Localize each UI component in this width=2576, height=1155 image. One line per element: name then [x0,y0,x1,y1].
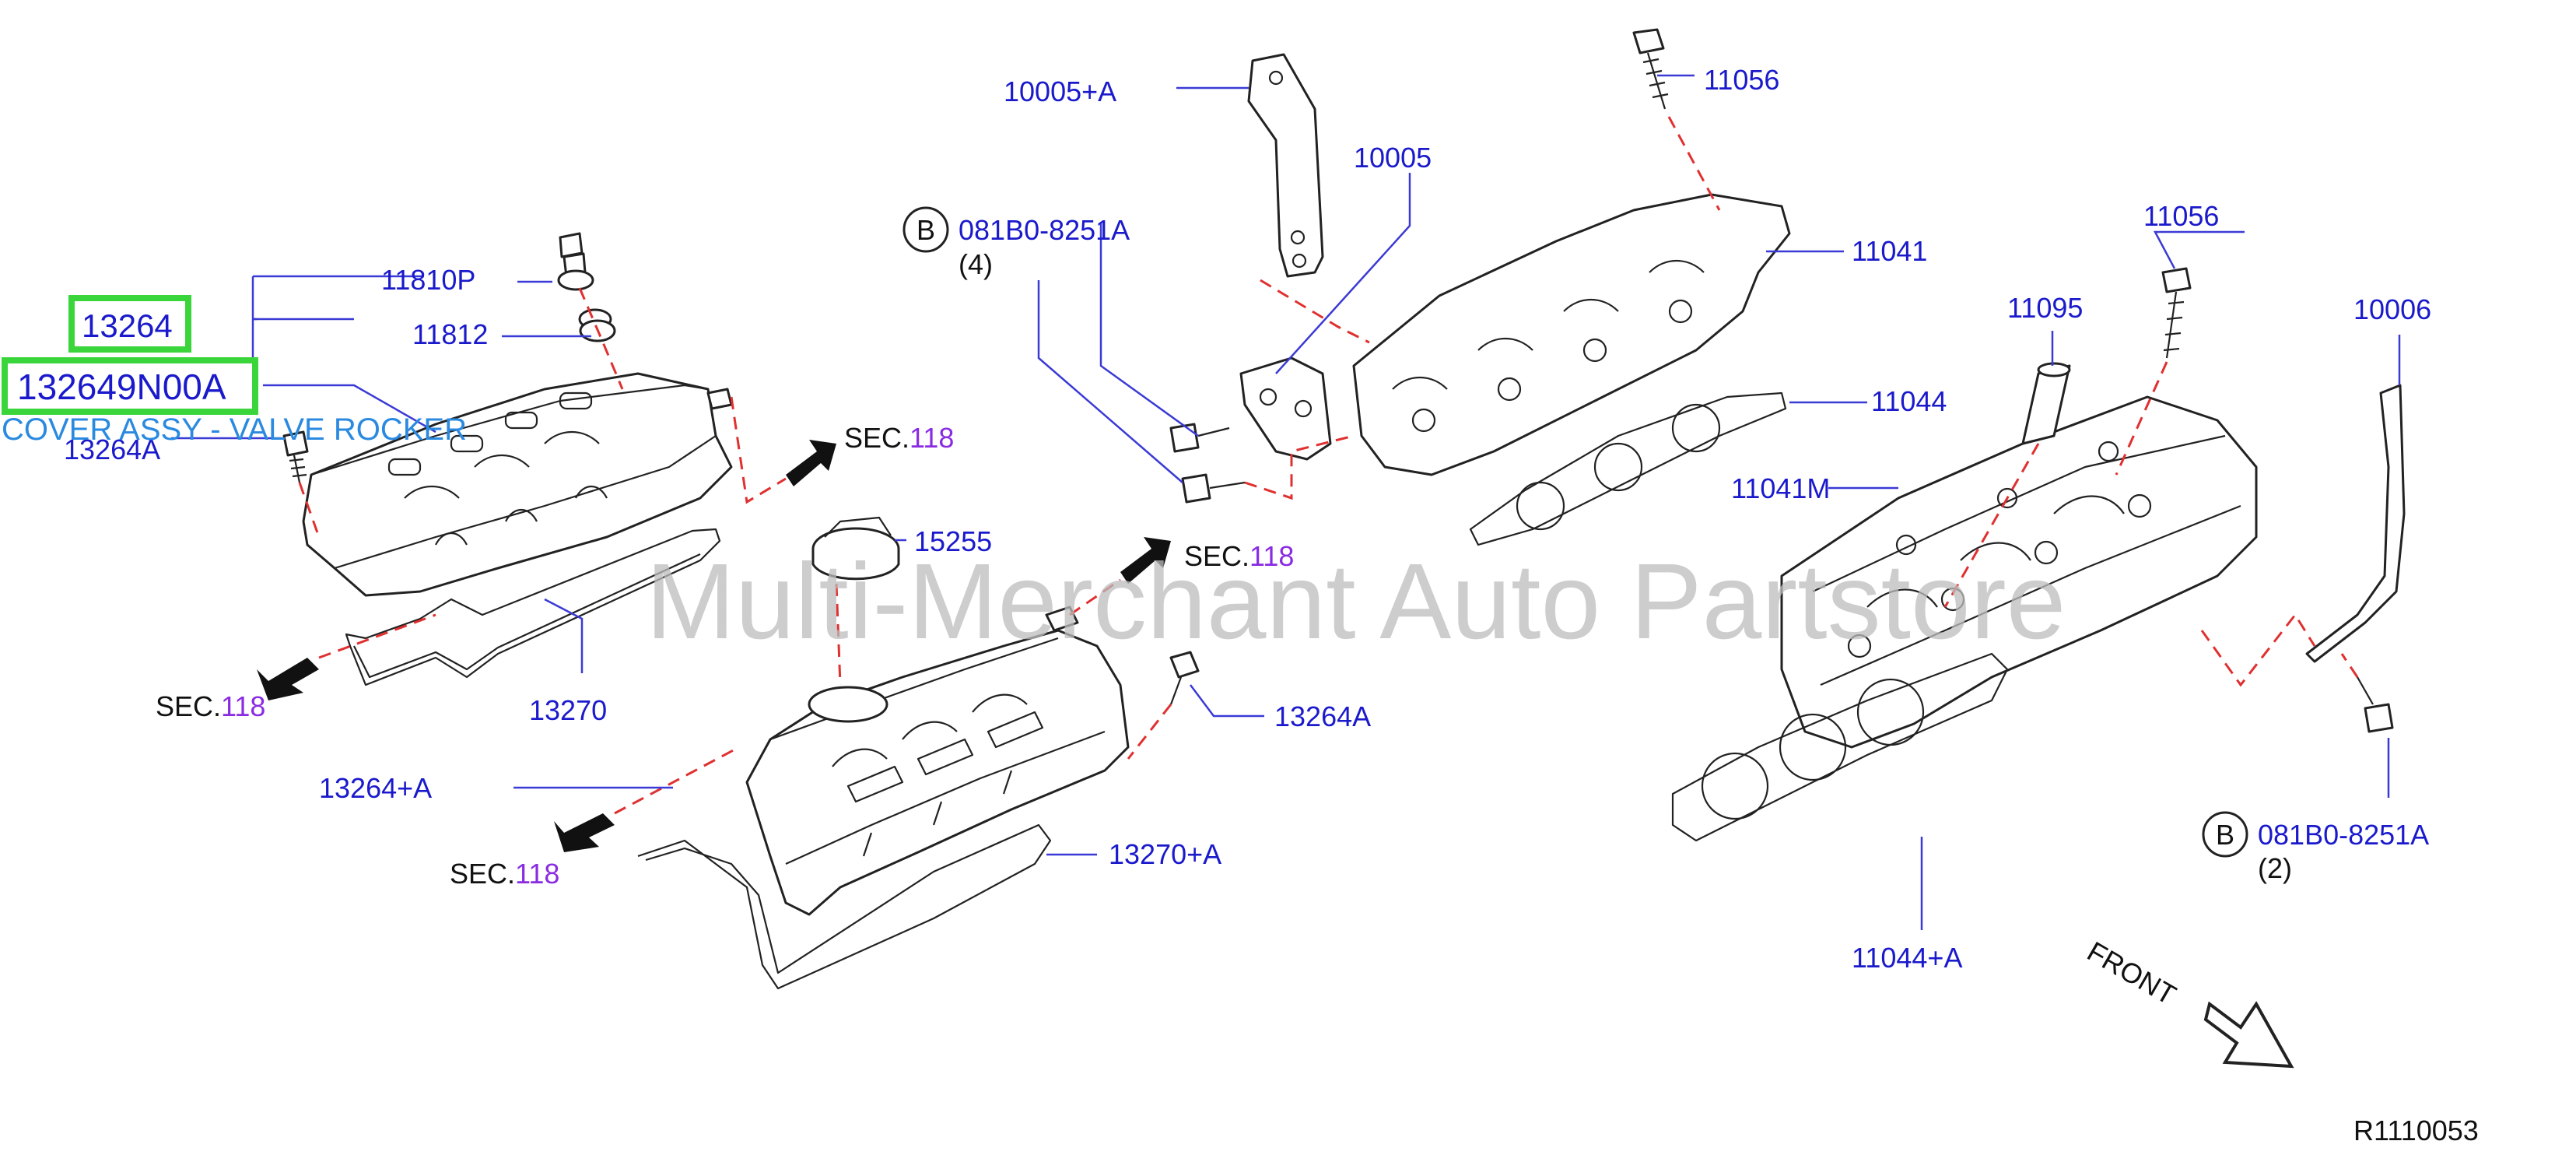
label-10006: 10006 [2353,293,2431,325]
label-11095: 11095 [2007,292,2083,324]
bracket-10005 [1239,356,1332,461]
highlight-part-short[interactable]: 13264 [82,307,173,344]
head-gasket-11044 [1469,391,1787,546]
highlight-part-full[interactable]: 132649N00A [17,367,226,407]
label-bolt-right-qty: (2) [2258,852,2292,884]
cylinder-head-11041M [1780,395,2258,749]
bolt-081B0-lower [1181,473,1246,504]
circle-b-top-letter: B [916,214,935,246]
bolt-13264A-right [1169,651,1200,705]
label-11044: 11044 [1871,385,1947,417]
cylinder-head-11041 [1352,193,1791,476]
diagram-id: R1110053 [2353,1115,2479,1146]
sec-arrow-left [257,658,319,700]
highlight-description: COVER ASSY - VALVE ROCKER [2,412,467,447]
front-label: FRONT [2082,935,2182,1011]
dowel-11095 [2021,362,2071,445]
sec-label-mid: SEC.118 [1184,540,1294,572]
gasket-13270plusA [637,823,1052,990]
highlight-box-short[interactable] [68,295,191,353]
label-13264A-left: 13264A [64,434,160,465]
label-10005: 10005 [1354,142,1432,174]
sec-arrow-mid [1120,537,1171,584]
label-13270: 13270 [529,694,607,726]
circle-b-right-letter: B [2216,819,2234,851]
sec-label-top: SEC.118 [844,422,954,454]
label-10005A: 10005+A [1004,75,1116,107]
valve-cover-left [302,372,733,597]
label-bolt-right: 081B0-8251A [2258,819,2429,851]
bracket-10005A [1247,53,1324,278]
bolt-081B0-upper [1169,423,1230,453]
label-15255: 15255 [914,525,992,557]
label-11056-top: 11056 [1704,64,1779,96]
label-11812: 11812 [412,318,488,350]
label-11056-right: 11056 [2143,200,2219,232]
circle-b-top [902,206,949,253]
circle-b-right [2202,811,2248,858]
sec-arrow-top [786,440,836,486]
bolt-081B0-right [2357,676,2394,733]
filler-neck [808,686,888,723]
bolt-13264A-left [282,430,309,483]
label-bolt-top: 081B0-8251A [959,214,1130,246]
highlight-box-full[interactable] [2,357,258,415]
sec-arrow-lower [554,813,615,852]
leader-lines [171,74,2401,930]
label-13264A-right: 13264A [1274,700,1371,732]
label-11044plusA: 11044+A [1852,942,1962,974]
sec-label-lower: SEC.118 [450,858,559,890]
label-11041M: 11041M [1731,472,1830,504]
breather-11810P [557,232,594,291]
label-13270plusA: 13270+A [1109,838,1221,870]
label-13264plusA: 13264+A [319,772,432,804]
label-11810P: 11810P [381,264,475,296]
watermark: Multi-Merchant Auto Partstore [646,542,2066,662]
head-gasket-11044plusA [1671,652,2009,842]
bolt-11056-top [1632,28,1669,110]
label-bolt-top-qty: (4) [959,248,993,280]
label-11041: 11041 [1852,235,1927,267]
bolt-11056-right [2161,267,2192,359]
oil-filler-cap-15255 [811,516,900,581]
gasket-13270 [345,528,721,686]
front-arrow [2203,1001,2294,1069]
sec-label-left: SEC.118 [156,690,265,722]
bracket-10006 [2305,384,2406,663]
